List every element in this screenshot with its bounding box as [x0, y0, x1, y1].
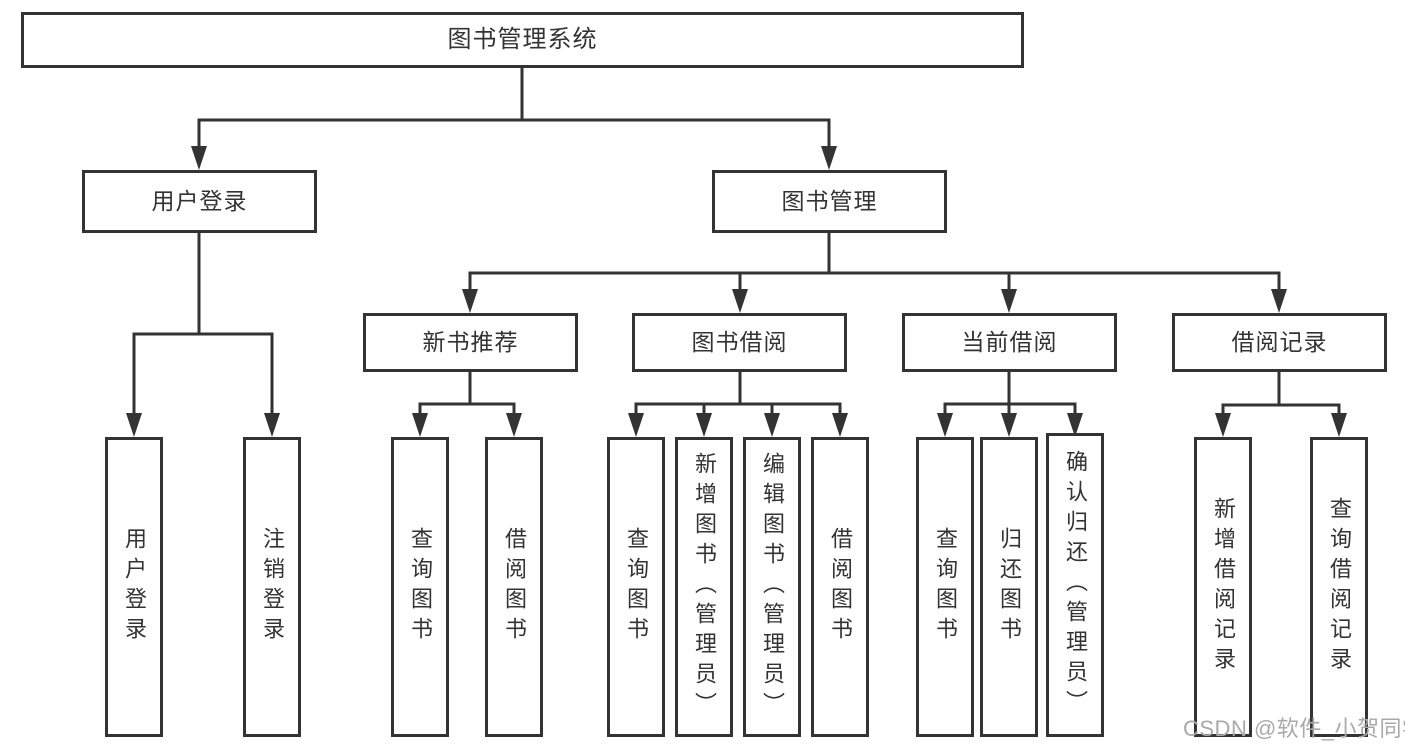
- node-label: 图书管理系统: [447, 26, 598, 53]
- leaf-label: 新增借阅记录: [1211, 497, 1236, 677]
- node-label: 新书推荐: [422, 329, 519, 355]
- leaf-label: 编辑图书（管理员）: [760, 452, 785, 722]
- leaf-borrowing-add-books-admin: 新增图书（管理员）: [675, 437, 733, 737]
- node-current-borrowing: 当前借阅: [902, 313, 1117, 372]
- node-borrowing-records: 借阅记录: [1172, 313, 1387, 372]
- leaf-label: 归还图书: [997, 527, 1022, 647]
- leaf-label: 新增图书（管理员）: [692, 452, 717, 722]
- node-label: 当前借阅: [961, 329, 1058, 355]
- leaf-user-login: 用户登录: [105, 437, 163, 737]
- leaf-label: 借阅图书: [828, 527, 853, 647]
- node-book-borrowing: 图书借阅: [632, 313, 847, 372]
- leaf-records-query-borrow-record: 查询借阅记录: [1310, 437, 1368, 737]
- node-library-management-system: 图书管理系统: [21, 12, 1024, 68]
- node-label: 图书借阅: [691, 329, 788, 355]
- leaf-label: 查询图书: [624, 527, 649, 647]
- node-label: 图书管理: [781, 188, 878, 214]
- leaf-borrowing-edit-books-admin: 编辑图书（管理员）: [743, 437, 801, 737]
- leaf-borrowing-query-books: 查询图书: [607, 437, 665, 737]
- leaf-current-return-books: 归还图书: [980, 437, 1038, 737]
- leaf-current-query-books: 查询图书: [916, 437, 974, 737]
- leaf-label: 注销登录: [260, 527, 285, 647]
- node-user-login: 用户登录: [82, 170, 317, 233]
- leaf-label: 借阅图书: [502, 527, 527, 647]
- leaf-borrowing-borrow-books: 借阅图书: [811, 437, 869, 737]
- leaf-label: 查询图书: [408, 527, 433, 647]
- node-new-book-recommendation: 新书推荐: [363, 313, 578, 372]
- leaf-label: 查询图书: [933, 527, 958, 647]
- leaf-records-add-borrow-record: 新增借阅记录: [1194, 437, 1252, 737]
- leaf-label: 查询借阅记录: [1327, 497, 1352, 677]
- leaf-label: 用户登录: [122, 527, 147, 647]
- arrowheads: [126, 146, 1347, 437]
- csdn-watermark: CSDN @软件_小贺同学: [1183, 716, 1405, 741]
- leaf-logout: 注销登录: [243, 437, 301, 737]
- leaf-recommend-borrow-books: 借阅图书: [485, 437, 543, 737]
- leaf-label: 确认归还（管理员）: [1063, 450, 1088, 720]
- node-label: 用户登录: [151, 188, 248, 214]
- leaf-current-confirm-return-admin: 确认归还（管理员）: [1046, 433, 1104, 737]
- leaf-recommend-query-books: 查询图书: [391, 437, 449, 737]
- node-book-management: 图书管理: [712, 170, 947, 233]
- node-label: 借阅记录: [1231, 329, 1328, 355]
